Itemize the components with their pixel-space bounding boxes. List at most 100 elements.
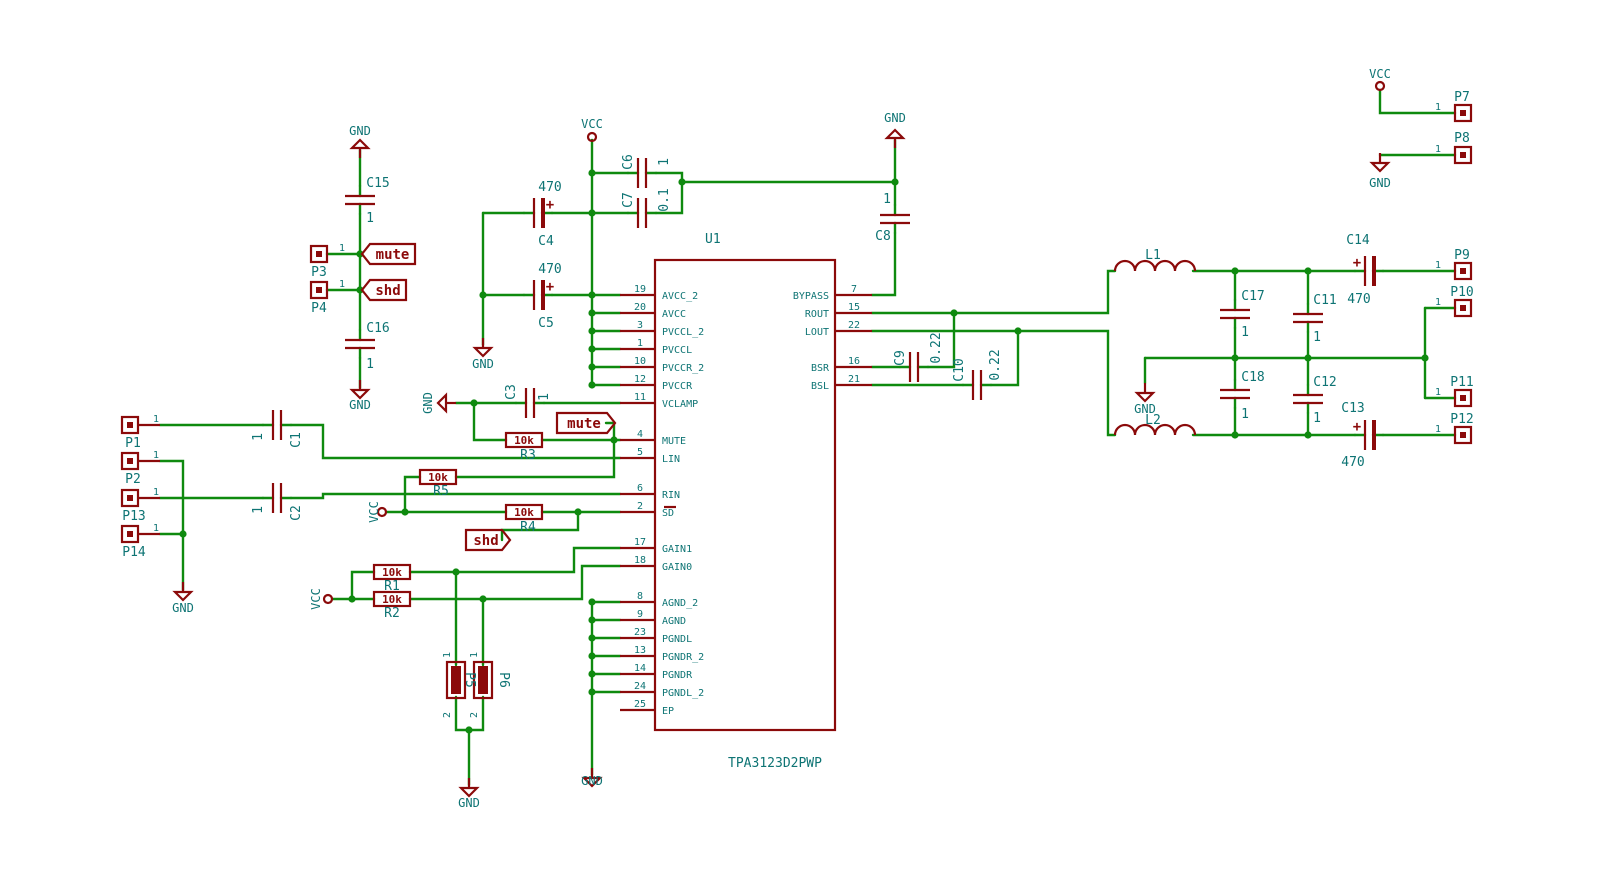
pin-name: PVCCR_2	[662, 363, 704, 374]
label-text: C12	[1313, 375, 1336, 390]
label-text: R2	[384, 606, 400, 621]
connector-p9	[1453, 261, 1473, 281]
pin-number: 20	[634, 302, 646, 313]
pin-number: 10	[634, 356, 646, 367]
capacitor	[898, 352, 930, 382]
label-text: P1	[125, 436, 141, 451]
resistor: 10k	[504, 431, 544, 449]
pin-name: PGNDR	[662, 670, 693, 681]
global-label	[464, 528, 512, 552]
capacitor	[1293, 383, 1323, 415]
gnd-label: GND	[581, 774, 603, 788]
label-text: C3	[504, 384, 519, 400]
label-text: 1	[251, 506, 266, 514]
polarized-capacitor: +	[1353, 255, 1385, 286]
inductor	[1113, 423, 1197, 436]
global-label	[360, 278, 408, 302]
vcc-symbol	[1374, 80, 1386, 92]
wire	[403, 475, 422, 514]
connector-pin-number: 2	[442, 712, 453, 718]
wire	[926, 311, 956, 369]
label-text: P9	[1454, 248, 1470, 263]
label-text: C13	[1341, 401, 1364, 416]
capacitor	[514, 388, 546, 418]
pin-name: AGND_2	[662, 598, 698, 609]
label-text: C16	[366, 321, 389, 336]
connector-p8	[1453, 145, 1473, 165]
polarized-capacitor: +	[522, 197, 554, 228]
pin-name: BSL	[811, 381, 829, 392]
pin-name: LOUT	[805, 327, 829, 338]
pin-number: 3	[637, 320, 643, 331]
label-text: 470	[1341, 455, 1364, 470]
pin-name: GAIN1	[662, 544, 692, 555]
capacitor	[345, 328, 375, 360]
junction-dot	[588, 688, 596, 696]
label-text: 1	[366, 211, 374, 226]
pin-number: 25	[634, 699, 646, 710]
label-text: L1	[1145, 248, 1161, 263]
connector-p12	[1453, 425, 1473, 445]
label-text: P6	[496, 672, 511, 688]
gnd-label: GND	[349, 124, 371, 138]
pin-name: PVCCL	[662, 345, 692, 356]
connector-pad	[127, 531, 133, 537]
connector-pad	[451, 666, 461, 694]
connector-p5	[445, 660, 467, 700]
vcc-label: VCC	[309, 588, 323, 610]
pin-name: BSR	[811, 363, 830, 374]
wire	[408, 564, 622, 601]
label-text: 0.22	[929, 332, 944, 363]
capacitor	[626, 158, 658, 188]
pin-name: PGNDL	[662, 634, 692, 645]
gnd-label: GND	[458, 796, 480, 810]
connector-p6	[472, 660, 494, 700]
junction-dot	[588, 169, 596, 177]
pin-name: SD	[662, 508, 674, 519]
gnd-label: GND	[472, 357, 494, 371]
global-label-text: shd	[473, 533, 498, 549]
pin-number: 8	[637, 591, 643, 602]
label-text: P12	[1450, 412, 1473, 427]
plus-sign: +	[546, 279, 554, 295]
connector-pad	[1460, 432, 1466, 438]
label-text: P7	[1454, 90, 1470, 105]
label-text: 1	[1241, 407, 1249, 422]
label-text: P3	[311, 265, 327, 280]
pin-number: 13	[634, 645, 646, 656]
connector-pin-number: 1	[339, 279, 345, 290]
label-text: P11	[1450, 375, 1473, 390]
junction-dot	[588, 345, 596, 353]
junction-dot	[1304, 354, 1312, 362]
label-text: C2	[289, 505, 304, 521]
pin-name: AGND	[662, 616, 686, 627]
vcc-label: VCC	[1369, 67, 1391, 81]
resistor: 10k	[372, 563, 412, 581]
global-label	[555, 411, 617, 435]
pin-number: 7	[851, 284, 857, 295]
gnd-label: GND	[421, 392, 435, 414]
wire	[408, 546, 622, 574]
connector-pin-number: 1	[1435, 260, 1441, 271]
plus-sign: +	[1353, 255, 1361, 271]
polarized-capacitor: +	[1353, 419, 1385, 450]
pin-number: 2	[637, 501, 643, 512]
label-text: 1	[883, 192, 891, 207]
label-text: C4	[538, 234, 554, 249]
capacitor	[261, 410, 293, 440]
connector-pad	[127, 422, 133, 428]
pin-name: PVCCL_2	[662, 327, 704, 338]
connector-pad	[316, 251, 322, 257]
resistor: 10k	[372, 590, 412, 608]
pin-number: 22	[848, 320, 860, 331]
junction-dot	[588, 381, 596, 389]
wire	[870, 231, 897, 297]
vcc-symbol	[376, 506, 388, 518]
pin-number: 19	[634, 284, 646, 295]
label-text: P4	[311, 301, 327, 316]
ground-symbol	[884, 128, 906, 148]
ic-ref: U1	[705, 232, 721, 247]
label-text: 0.1	[657, 188, 672, 211]
label-text: P14	[122, 545, 146, 560]
